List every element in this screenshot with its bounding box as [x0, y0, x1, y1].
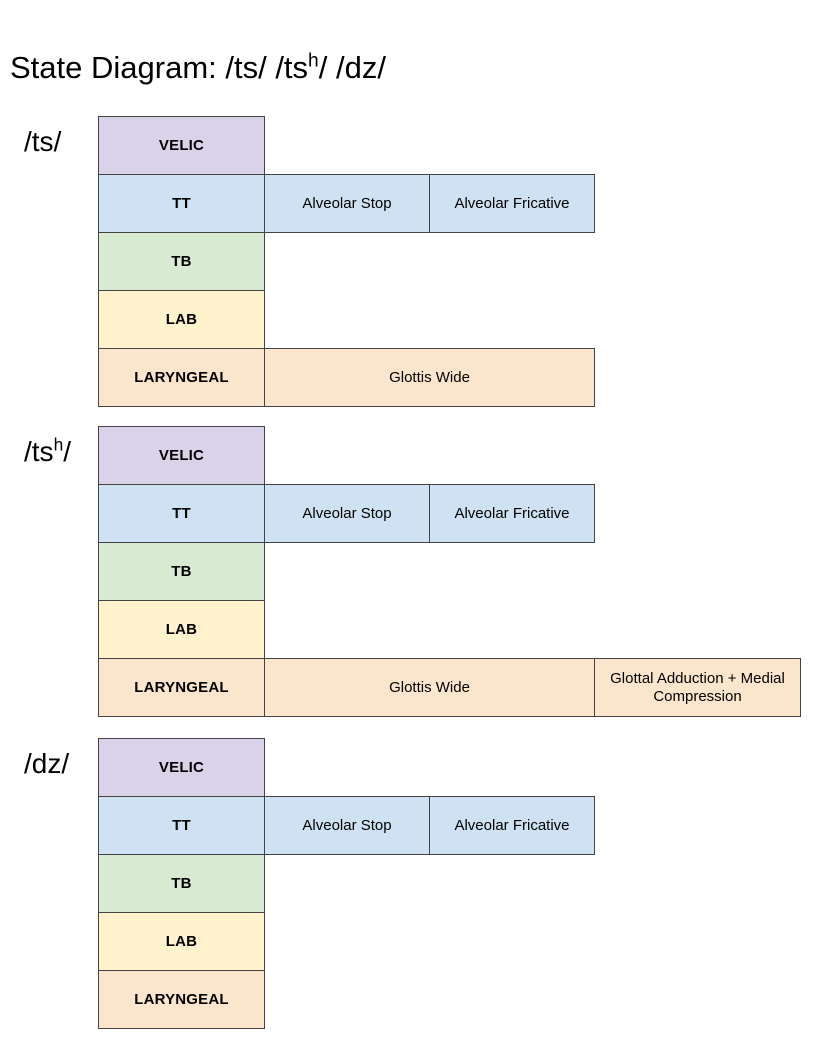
state-box-glottal-adduction: Glottal Adduction + Medial Compression: [594, 658, 801, 717]
group-label-tsh-superscript: h: [53, 434, 64, 455]
tier-box-tb: TB: [98, 232, 265, 291]
tier-box-tt: TT: [98, 796, 265, 855]
group-label-dz-text: /dz: [24, 748, 62, 779]
tier-box-laryngeal: LARYNGEAL: [98, 658, 265, 717]
tier-box-tb: TB: [98, 854, 265, 913]
tier-box-lab: LAB: [98, 290, 265, 349]
group-label-tsh-text-end: /: [63, 436, 71, 467]
state-box-alveolar-stop: Alveolar Stop: [264, 796, 430, 855]
state-box-alveolar-fricative: Alveolar Fricative: [429, 484, 595, 543]
group-label-ts: /ts/: [24, 126, 96, 158]
group-label-dz: /dz/: [24, 748, 96, 780]
state-box-glottis-wide: Glottis Wide: [264, 658, 595, 717]
tier-box-velic: VELIC: [98, 426, 265, 485]
state-box-alveolar-stop: Alveolar Stop: [264, 484, 430, 543]
group-label-tsh-text: /ts: [24, 436, 54, 467]
group-label-ts-text-end: /: [53, 126, 62, 157]
tier-box-tt: TT: [98, 484, 265, 543]
page-title-text-end: / /dz/: [318, 50, 386, 85]
group-label-ts-text: /ts: [24, 126, 54, 157]
page-title-superscript: h: [308, 50, 319, 72]
tier-box-laryngeal: LARYNGEAL: [98, 970, 265, 1029]
tier-box-tb: TB: [98, 542, 265, 601]
tier-box-lab: LAB: [98, 600, 265, 659]
tier-box-laryngeal: LARYNGEAL: [98, 348, 265, 407]
page-title: State Diagram: /ts/ /tsh/ /dz/: [10, 50, 386, 86]
state-box-alveolar-fricative: Alveolar Fricative: [429, 174, 595, 233]
tier-box-lab: LAB: [98, 912, 265, 971]
tier-box-velic: VELIC: [98, 116, 265, 175]
group-label-dz-text-end: /: [61, 748, 70, 779]
state-box-glottis-wide: Glottis Wide: [264, 348, 595, 407]
group-label-tsh: /tsh/: [24, 436, 96, 468]
page-title-text: State Diagram: /ts/ /ts: [10, 50, 309, 85]
tier-box-velic: VELIC: [98, 738, 265, 797]
state-box-alveolar-stop: Alveolar Stop: [264, 174, 430, 233]
state-box-alveolar-fricative: Alveolar Fricative: [429, 796, 595, 855]
tier-box-tt: TT: [98, 174, 265, 233]
